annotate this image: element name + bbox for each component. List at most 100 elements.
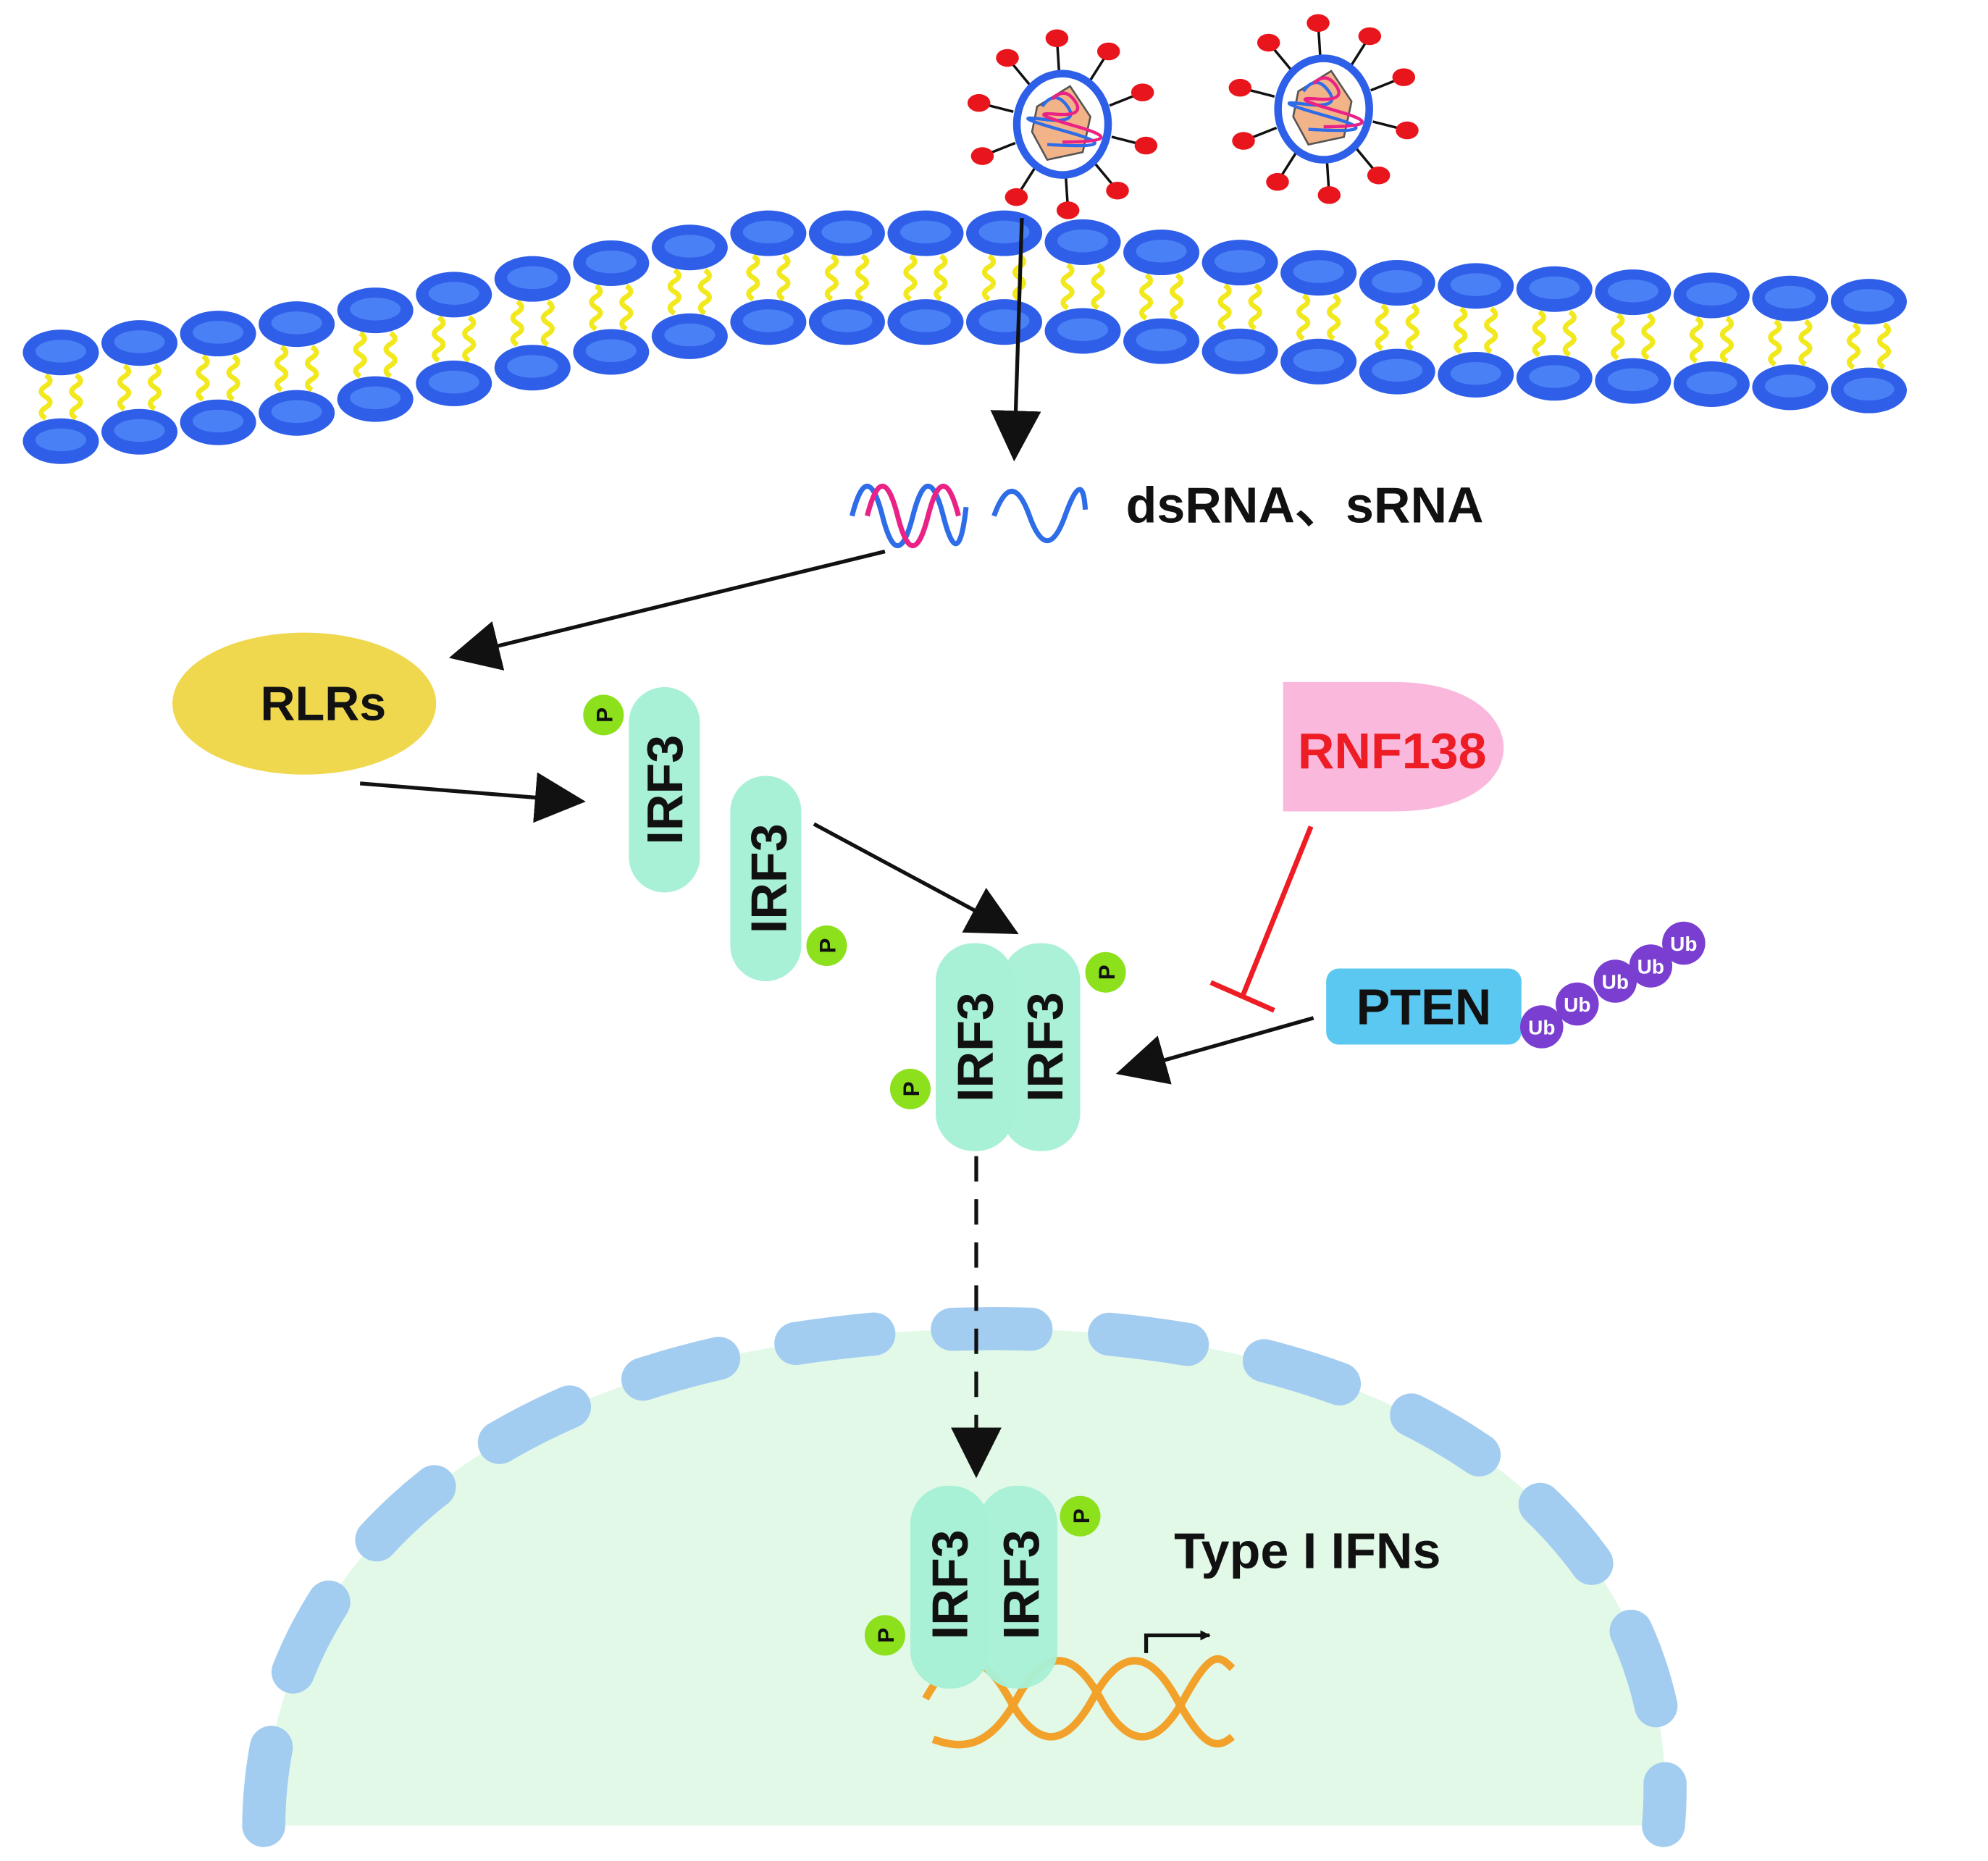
lipid-head bbox=[1595, 358, 1672, 404]
lipid-head bbox=[101, 408, 178, 455]
lipid-head bbox=[1438, 351, 1514, 398]
svg-text:P: P bbox=[592, 707, 618, 723]
irf3-label: IRF3 bbox=[947, 992, 1004, 1102]
lipid-head bbox=[180, 311, 256, 357]
lipid-head bbox=[1673, 361, 1750, 407]
ubiquitin-icon: Ub bbox=[1556, 982, 1599, 1026]
irf3-label: IRF3 bbox=[637, 735, 693, 845]
virus-entry-arrow bbox=[990, 218, 1041, 462]
ubiquitin-icon: Ub bbox=[1593, 959, 1637, 1003]
lipid-head bbox=[1280, 338, 1357, 385]
irf3-monomer-1: IRF3 bbox=[629, 686, 700, 893]
lipid-head bbox=[965, 299, 1043, 345]
lipid-head bbox=[887, 299, 964, 345]
lipid-head bbox=[416, 360, 492, 406]
lipid-head bbox=[22, 418, 99, 464]
lipid-head bbox=[1830, 279, 1907, 325]
lipid-head bbox=[1830, 367, 1907, 413]
irf3-label: IRF3 bbox=[993, 1529, 1049, 1639]
ubiquitin-icon: Ub bbox=[1662, 921, 1706, 965]
lipid-head bbox=[1280, 250, 1357, 296]
lipid-head bbox=[965, 210, 1043, 256]
pten-node: PTEN bbox=[1326, 968, 1522, 1045]
rna-strand-icon bbox=[850, 484, 1089, 549]
lipid-head bbox=[1516, 355, 1593, 401]
lipid-head bbox=[573, 329, 650, 375]
phosphate-icon: P bbox=[889, 1068, 931, 1109]
lipid-head bbox=[1123, 230, 1200, 276]
svg-text:Ub: Ub bbox=[1670, 933, 1697, 955]
svg-text:Ub: Ub bbox=[1637, 956, 1664, 978]
lipid-head bbox=[337, 376, 414, 422]
rnf138-node: RNF138 bbox=[1283, 681, 1504, 812]
inhibition-arrow bbox=[1209, 826, 1314, 1013]
irf3-dimerization-arrow bbox=[813, 822, 1019, 935]
irf3-monomer-2: IRF3 bbox=[730, 776, 802, 982]
lipid-head bbox=[180, 399, 256, 445]
lipid-head bbox=[1752, 364, 1829, 411]
lipid-head bbox=[1123, 318, 1200, 364]
ubiquitin-icon: Ub bbox=[1520, 1005, 1564, 1049]
svg-text:P: P bbox=[815, 938, 841, 953]
phosphate-icon: P bbox=[806, 925, 847, 967]
lipid-head bbox=[1595, 269, 1672, 316]
ubiquitin-icon: Ub bbox=[1629, 944, 1673, 988]
lipid-head bbox=[494, 256, 571, 302]
lipid-head bbox=[1359, 348, 1435, 395]
nuclear-envelope bbox=[242, 1306, 1687, 1847]
lipid-head bbox=[1044, 308, 1121, 354]
virus-icon bbox=[967, 29, 1158, 219]
pten-to-irf3-arrow bbox=[1115, 1016, 1314, 1085]
lipid-head bbox=[337, 287, 414, 334]
lipid-head bbox=[1752, 275, 1829, 322]
phosphate-icon: P bbox=[864, 1615, 905, 1656]
irf3-label: IRF3 bbox=[740, 823, 797, 933]
rlrs-to-irf3-arrow bbox=[359, 772, 586, 823]
lipid-head bbox=[1438, 263, 1514, 309]
lipid-head bbox=[259, 301, 335, 348]
irf3-dimer-nuclear: IRF3 IRF3 bbox=[910, 1485, 1058, 1689]
lipid-head bbox=[1359, 260, 1435, 306]
rnf138-label: RNF138 bbox=[1298, 723, 1487, 779]
lipid-head bbox=[651, 313, 728, 359]
lipid-head bbox=[22, 329, 99, 376]
svg-text:Ub: Ub bbox=[1602, 971, 1629, 993]
lipid-head bbox=[1201, 240, 1278, 286]
lipid-head bbox=[730, 299, 807, 345]
lipid-head bbox=[494, 345, 571, 391]
phosphate-icon: P bbox=[583, 694, 624, 736]
lipid-head bbox=[651, 224, 728, 271]
irf3-label: IRF3 bbox=[1017, 992, 1073, 1102]
lipid-head bbox=[808, 299, 885, 345]
svg-text:Ub: Ub bbox=[1528, 1017, 1555, 1039]
svg-text:P: P bbox=[1094, 965, 1120, 980]
lipid-head bbox=[101, 320, 178, 366]
irf3-label: IRF3 bbox=[922, 1529, 978, 1639]
lipid-head bbox=[416, 272, 492, 318]
rlrs-node: RLRs bbox=[172, 632, 437, 775]
lipid-head bbox=[887, 210, 964, 256]
svg-text:P: P bbox=[898, 1081, 924, 1096]
phosphate-icon: P bbox=[1060, 1495, 1101, 1537]
virus-group bbox=[967, 14, 1419, 219]
svg-text:P: P bbox=[873, 1628, 899, 1643]
cell-membrane bbox=[22, 210, 1907, 464]
lipid-head bbox=[1201, 328, 1278, 374]
ifn-label: Type I IFNs bbox=[1174, 1523, 1440, 1579]
promoter-arrow-icon bbox=[1144, 1630, 1211, 1653]
rna-label: dsRNA、sRNA bbox=[1126, 476, 1484, 533]
lipid-head bbox=[808, 210, 885, 256]
svg-text:Ub: Ub bbox=[1564, 993, 1590, 1016]
lipid-head bbox=[1044, 219, 1121, 265]
svg-text:P: P bbox=[1068, 1508, 1094, 1524]
rna-to-rlrs-arrow bbox=[448, 550, 886, 671]
lipid-head bbox=[1673, 272, 1750, 319]
phosphate-icon: P bbox=[1085, 951, 1126, 993]
lipid-head bbox=[730, 210, 807, 256]
lipid-head bbox=[259, 390, 335, 436]
lipid-head bbox=[573, 240, 650, 286]
pten-label: PTEN bbox=[1356, 979, 1492, 1035]
lipid-head bbox=[1516, 266, 1593, 312]
rlrs-label: RLRs bbox=[261, 677, 387, 731]
